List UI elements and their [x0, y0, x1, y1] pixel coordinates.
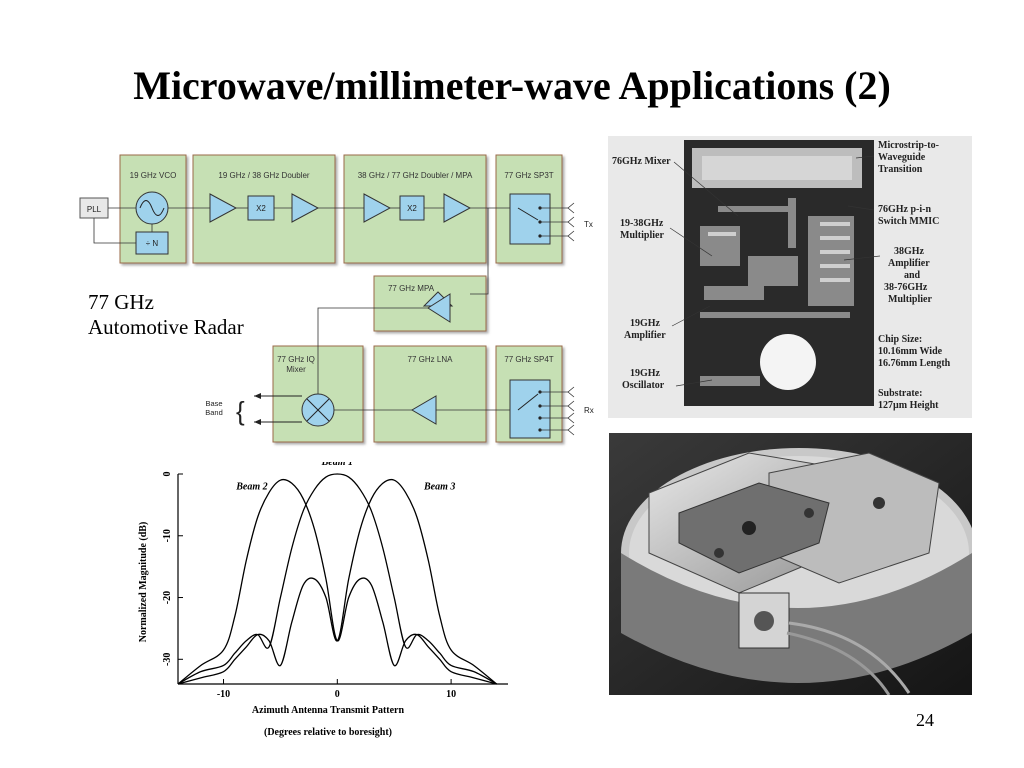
baseband-label-1: Base: [205, 399, 222, 408]
amp-triangle: [363, 193, 392, 223]
chip-label: 10.16mm Wide: [878, 346, 943, 357]
chip-label: 127µm Height: [878, 400, 939, 411]
series-label: Beam 2: [235, 481, 267, 492]
antenna-pattern-chart: -10 0 10 0 -10 -20 -30 Beam 1 Beam 2 Beam 3 Norma…: [138, 462, 508, 738]
doubler2-label: 38 GHz / 77 GHz Doubler / MPA: [358, 171, 473, 180]
pll-label: PLL: [87, 205, 102, 214]
chart-xlabel-sub: (Degrees relative to boresight): [264, 727, 392, 738]
page-number: 24: [916, 710, 934, 730]
iq-mixer-label-1: 77 GHz IQ: [277, 355, 315, 364]
mmic-chip-photo: 76GHz Mixer 19-38GHz Multiplier 19GHz Am…: [608, 136, 972, 418]
slide-title: Microwave/millimeter-wave Applications (…: [133, 63, 891, 108]
amp-triangle: [291, 193, 320, 223]
chip-label: 38-76GHz: [884, 282, 928, 293]
mpa-label: 77 GHz MPA: [388, 284, 435, 293]
x2-label: X2: [407, 204, 417, 213]
tx-label: Tx: [584, 220, 593, 229]
chip-label: Amplifier: [624, 330, 666, 341]
cable: [788, 621, 911, 694]
y-tick-label: -10: [162, 529, 173, 542]
series-line-2: [177, 478, 497, 685]
series-line-3: [177, 478, 498, 685]
chip-pad: [760, 334, 816, 390]
module-base-side: [621, 553, 972, 683]
rx-label: Rx: [584, 406, 594, 415]
x2-box: [399, 195, 425, 221]
chip-label: 76GHz p-i-n: [878, 204, 931, 215]
x2-box: [247, 195, 275, 221]
sp3t-label: 77 GHz SP3T: [504, 171, 553, 180]
series-label: Beam 1: [321, 462, 353, 468]
chip-label: 16.76mm Length: [878, 358, 951, 369]
doubler1-label: 19 GHz / 38 GHz Doubler: [218, 171, 309, 180]
chip-label: Transition: [878, 164, 923, 175]
chip-label: Oscillator: [622, 380, 665, 391]
mpa-amp: [427, 293, 451, 323]
chart-ylabel: Normalized Magnitude (dB): [138, 522, 149, 643]
amp-triangle: [443, 193, 472, 223]
chip-label: 19GHz: [630, 318, 661, 329]
radar-module-photo: [609, 433, 972, 695]
chip-label: Waveguide: [878, 152, 926, 163]
divider-label: ÷ N: [146, 239, 159, 248]
brace: {: [236, 396, 245, 426]
transceiver-block-diagram: 19 GHz VCO 19 GHz / 38 GHz Doubler 38 GH…: [79, 154, 594, 443]
chip-label: Multiplier: [620, 230, 664, 241]
iq-mixer-label-2: Mixer: [286, 365, 306, 374]
chip-label: 76GHz Mixer: [612, 156, 671, 167]
chart-plot-area: -10 0 10 0 -10 -20 -30 Beam 1 Beam 2 Beam 3: [162, 462, 508, 700]
chip-label: 19-38GHz: [620, 218, 664, 229]
chip-label: Microstrip-to-: [878, 140, 939, 151]
chart-xlabel: Azimuth Antenna Transmit Pattern: [252, 705, 405, 716]
sp3t-switch: [509, 193, 551, 245]
baseband-label-2: Band: [205, 408, 223, 417]
amp-triangle: [209, 193, 238, 223]
chip-label: Multiplier: [888, 294, 932, 305]
chip-label: and: [904, 270, 921, 281]
chip-label: Chip Size:: [878, 334, 922, 345]
chip-label: 19GHz: [630, 368, 661, 379]
lna-block: [373, 345, 487, 443]
lna-label: 77 GHz LNA: [408, 355, 454, 364]
vco-label: 19 GHz VCO: [130, 171, 177, 180]
series-line-1: [177, 473, 497, 685]
chip-label: 38GHz: [894, 246, 925, 257]
sp4t-label: 77 GHz SP4T: [504, 355, 553, 364]
chip-label: Substrate:: [878, 388, 922, 399]
y-tick-label: 0: [162, 472, 173, 477]
x-tick-label: 10: [446, 689, 456, 700]
x-tick-label: 0: [335, 689, 340, 700]
chip-label: Switch MMIC: [878, 216, 939, 227]
x-tick-label: -10: [217, 689, 230, 700]
radar-label: 77 GHz Automotive Radar: [88, 290, 244, 340]
radar-label-app: Automotive Radar: [88, 315, 244, 339]
series-label: Beam 3: [423, 481, 455, 492]
y-tick-label: -20: [162, 591, 173, 604]
x2-label: X2: [256, 204, 266, 213]
radar-label-freq: 77 GHz: [88, 290, 154, 314]
sp4t-switch: [509, 379, 551, 439]
y-tick-label: -30: [162, 653, 173, 666]
chip-label: Amplifier: [888, 258, 930, 269]
